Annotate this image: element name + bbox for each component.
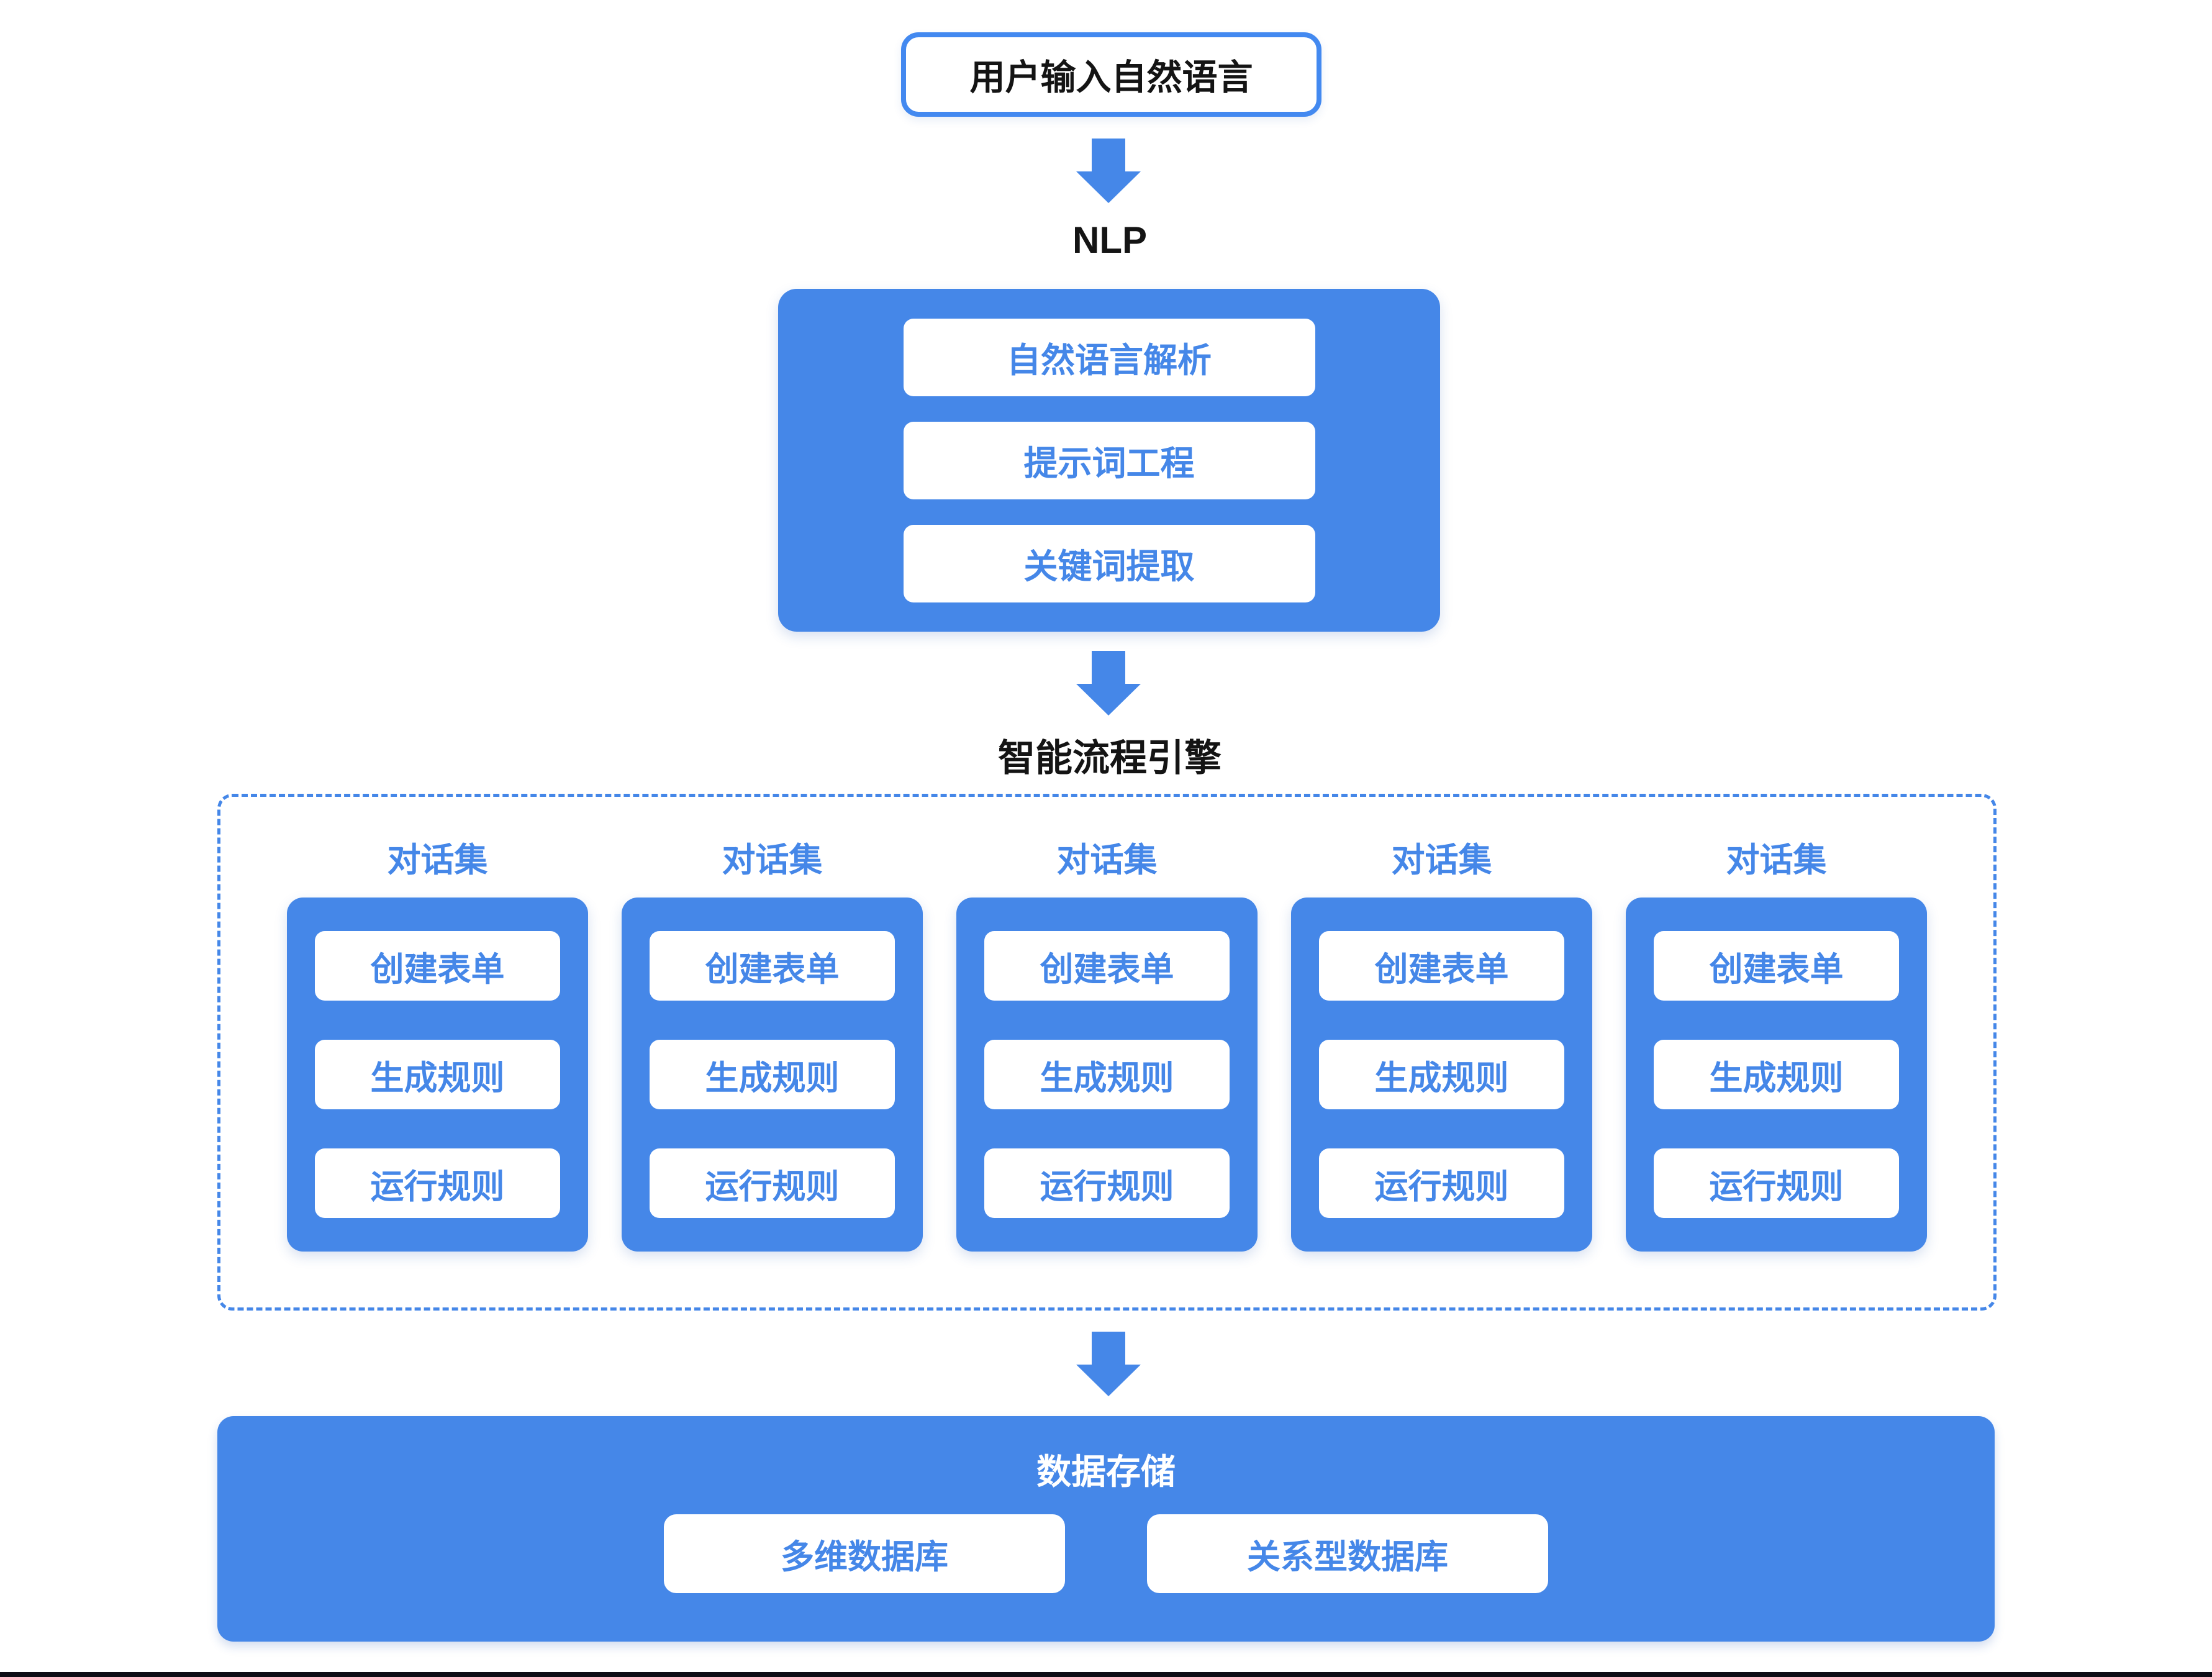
arrow-stem [1092,139,1125,171]
arrow-head [1076,171,1141,203]
nlp-step: 关键词提取 [903,524,1315,602]
database-node: 关系型数据库 [1147,1514,1548,1593]
engine-section-title: 智能流程引擎 [998,737,1222,779]
dialog-card: 创建表单 生成规则 运行规则 [287,898,588,1252]
arrow-stem [1092,651,1125,684]
dialog-step: 创建表单 [1654,931,1899,1001]
dialog-group-label: 对话集 [1056,842,1158,879]
dialog-group: 对话集 创建表单 生成规则 运行规则 [956,843,1258,1307]
user-input-node: 用户输入自然语言 [901,32,1321,117]
arrow-head [1076,1365,1141,1396]
dialog-step: 创建表单 [315,931,560,1001]
dialog-group: 对话集 创建表单 生成规则 运行规则 [1626,843,1927,1307]
dialog-step: 生成规则 [650,1040,895,1109]
database-node: 多维数据库 [664,1514,1065,1593]
dialog-card: 创建表单 生成规则 运行规则 [622,898,923,1252]
storage-title: 数据存储 [1036,1452,1176,1491]
dialog-step: 运行规则 [1654,1148,1899,1218]
down-arrow-icon [1076,651,1141,716]
nlp-section-title: NLP [1072,219,1147,261]
bottom-edge-line [0,1672,2212,1677]
down-arrow-icon [1076,1332,1141,1396]
database-row: 多维数据库 关系型数据库 [217,1514,1995,1593]
nlp-step: 自然语言解析 [903,318,1315,396]
dialog-card: 创建表单 生成规则 运行规则 [956,898,1258,1252]
dialog-step: 运行规则 [315,1148,560,1218]
dialog-group: 对话集 创建表单 生成规则 运行规则 [287,843,588,1307]
dialog-step: 创建表单 [984,931,1230,1001]
dialog-card: 创建表单 生成规则 运行规则 [1291,898,1592,1252]
dialog-group-label: 对话集 [387,842,488,879]
dialog-step: 运行规则 [1319,1148,1564,1218]
dialog-group: 对话集 创建表单 生成规则 运行规则 [1291,843,1592,1307]
arrow-stem [1092,1332,1125,1365]
nlp-card: 自然语言解析 提示词工程 关键词提取 [778,289,1440,632]
dialog-group: 对话集 创建表单 生成规则 运行规则 [622,843,923,1307]
user-input-label: 用户输入自然语言 [969,58,1253,98]
dialog-step: 运行规则 [984,1148,1230,1218]
dialog-step: 运行规则 [650,1148,895,1218]
dialog-step: 生成规则 [315,1040,560,1109]
dialog-step: 生成规则 [984,1040,1230,1109]
dialog-step: 生成规则 [1654,1040,1899,1109]
dialog-group-label: 对话集 [722,842,823,879]
dialog-group-label: 对话集 [1391,842,1492,879]
down-arrow-icon [1076,139,1141,203]
storage-card: 数据存储 多维数据库 关系型数据库 [217,1416,1995,1642]
dialog-step: 创建表单 [1319,931,1564,1001]
dialog-card: 创建表单 生成规则 运行规则 [1626,898,1927,1252]
engine-dashed-container: 对话集 创建表单 生成规则 运行规则 对话集 创建表单 生成规则 运行规则 对话… [217,794,1997,1311]
arrow-head [1076,684,1141,716]
dialog-step: 生成规则 [1319,1040,1564,1109]
dialog-step: 创建表单 [650,931,895,1001]
nlp-step: 提示词工程 [903,421,1315,499]
dialog-group-label: 对话集 [1726,842,1827,879]
